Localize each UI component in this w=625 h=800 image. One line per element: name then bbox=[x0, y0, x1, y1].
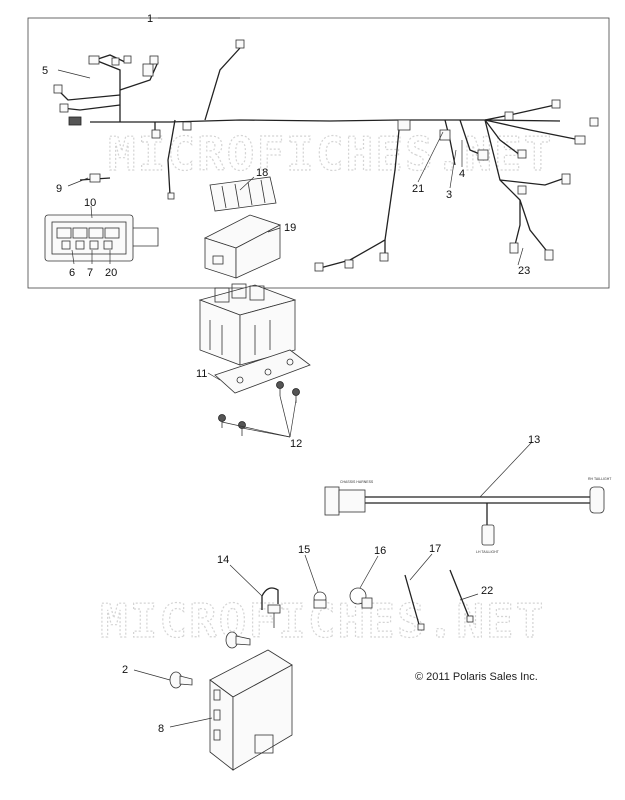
callout-15: 15 bbox=[298, 544, 310, 556]
callout-20: 20 bbox=[105, 267, 117, 279]
leader-lines bbox=[57, 69, 533, 728]
callout-17: 17 bbox=[429, 543, 441, 555]
relay-block[interactable] bbox=[198, 283, 297, 366]
screws[interactable] bbox=[218, 381, 300, 437]
callout-4: 4 bbox=[459, 168, 465, 180]
fuse-box[interactable] bbox=[44, 214, 159, 262]
mounting-bracket[interactable] bbox=[214, 349, 311, 394]
copyright-notice: © 2011 Polaris Sales Inc. bbox=[415, 671, 538, 683]
chassis-harness-label: CHASSIS HARNESS bbox=[340, 480, 374, 484]
callout-3: 3 bbox=[446, 189, 452, 201]
fuse-box-cover[interactable] bbox=[203, 214, 282, 279]
lh-taillight-label: LH TAILLIGHT bbox=[476, 550, 500, 554]
callout-13: 13 bbox=[528, 434, 540, 446]
jumper-wire[interactable] bbox=[79, 173, 111, 183]
callout-12: 12 bbox=[290, 438, 302, 450]
callout-11: 11 bbox=[196, 368, 207, 380]
callout-numbers: 1 5 9 10 6 7 20 18 19 21 3 4 23 11 12 13… bbox=[42, 13, 540, 735]
callout-10: 10 bbox=[84, 197, 96, 209]
callout-5: 5 bbox=[42, 65, 48, 77]
callout-18: 18 bbox=[256, 167, 268, 179]
cable-clamp-small[interactable] bbox=[313, 591, 327, 609]
rh-taillight-label: RH TAILLIGHT bbox=[588, 477, 612, 481]
callout-9: 9 bbox=[56, 183, 62, 195]
cable-clamp-large[interactable] bbox=[349, 587, 373, 609]
taillight-harness[interactable]: CHASSIS HARNESS RH TAILLIGHT LH TAILLIGH… bbox=[324, 477, 612, 554]
callout-7: 7 bbox=[87, 267, 93, 279]
assembly-frame bbox=[27, 17, 610, 289]
callout-8: 8 bbox=[158, 723, 164, 735]
callout-23: 23 bbox=[518, 265, 530, 277]
callout-14: 14 bbox=[217, 554, 229, 566]
callout-19: 19 bbox=[284, 222, 296, 234]
callout-16: 16 bbox=[374, 545, 386, 557]
callout-22: 22 bbox=[481, 585, 493, 597]
cable-tie-short[interactable] bbox=[449, 569, 474, 623]
control-module[interactable] bbox=[209, 649, 293, 771]
fuse-decal[interactable] bbox=[209, 176, 277, 212]
callout-21: 21 bbox=[412, 183, 424, 195]
callout-2: 2 bbox=[122, 664, 128, 676]
main-wiring-harness[interactable] bbox=[53, 39, 599, 272]
push-rivet[interactable] bbox=[169, 631, 251, 689]
callout-6: 6 bbox=[69, 267, 75, 279]
cable-tie-long[interactable] bbox=[404, 574, 425, 631]
callout-1: 1 bbox=[147, 13, 153, 25]
